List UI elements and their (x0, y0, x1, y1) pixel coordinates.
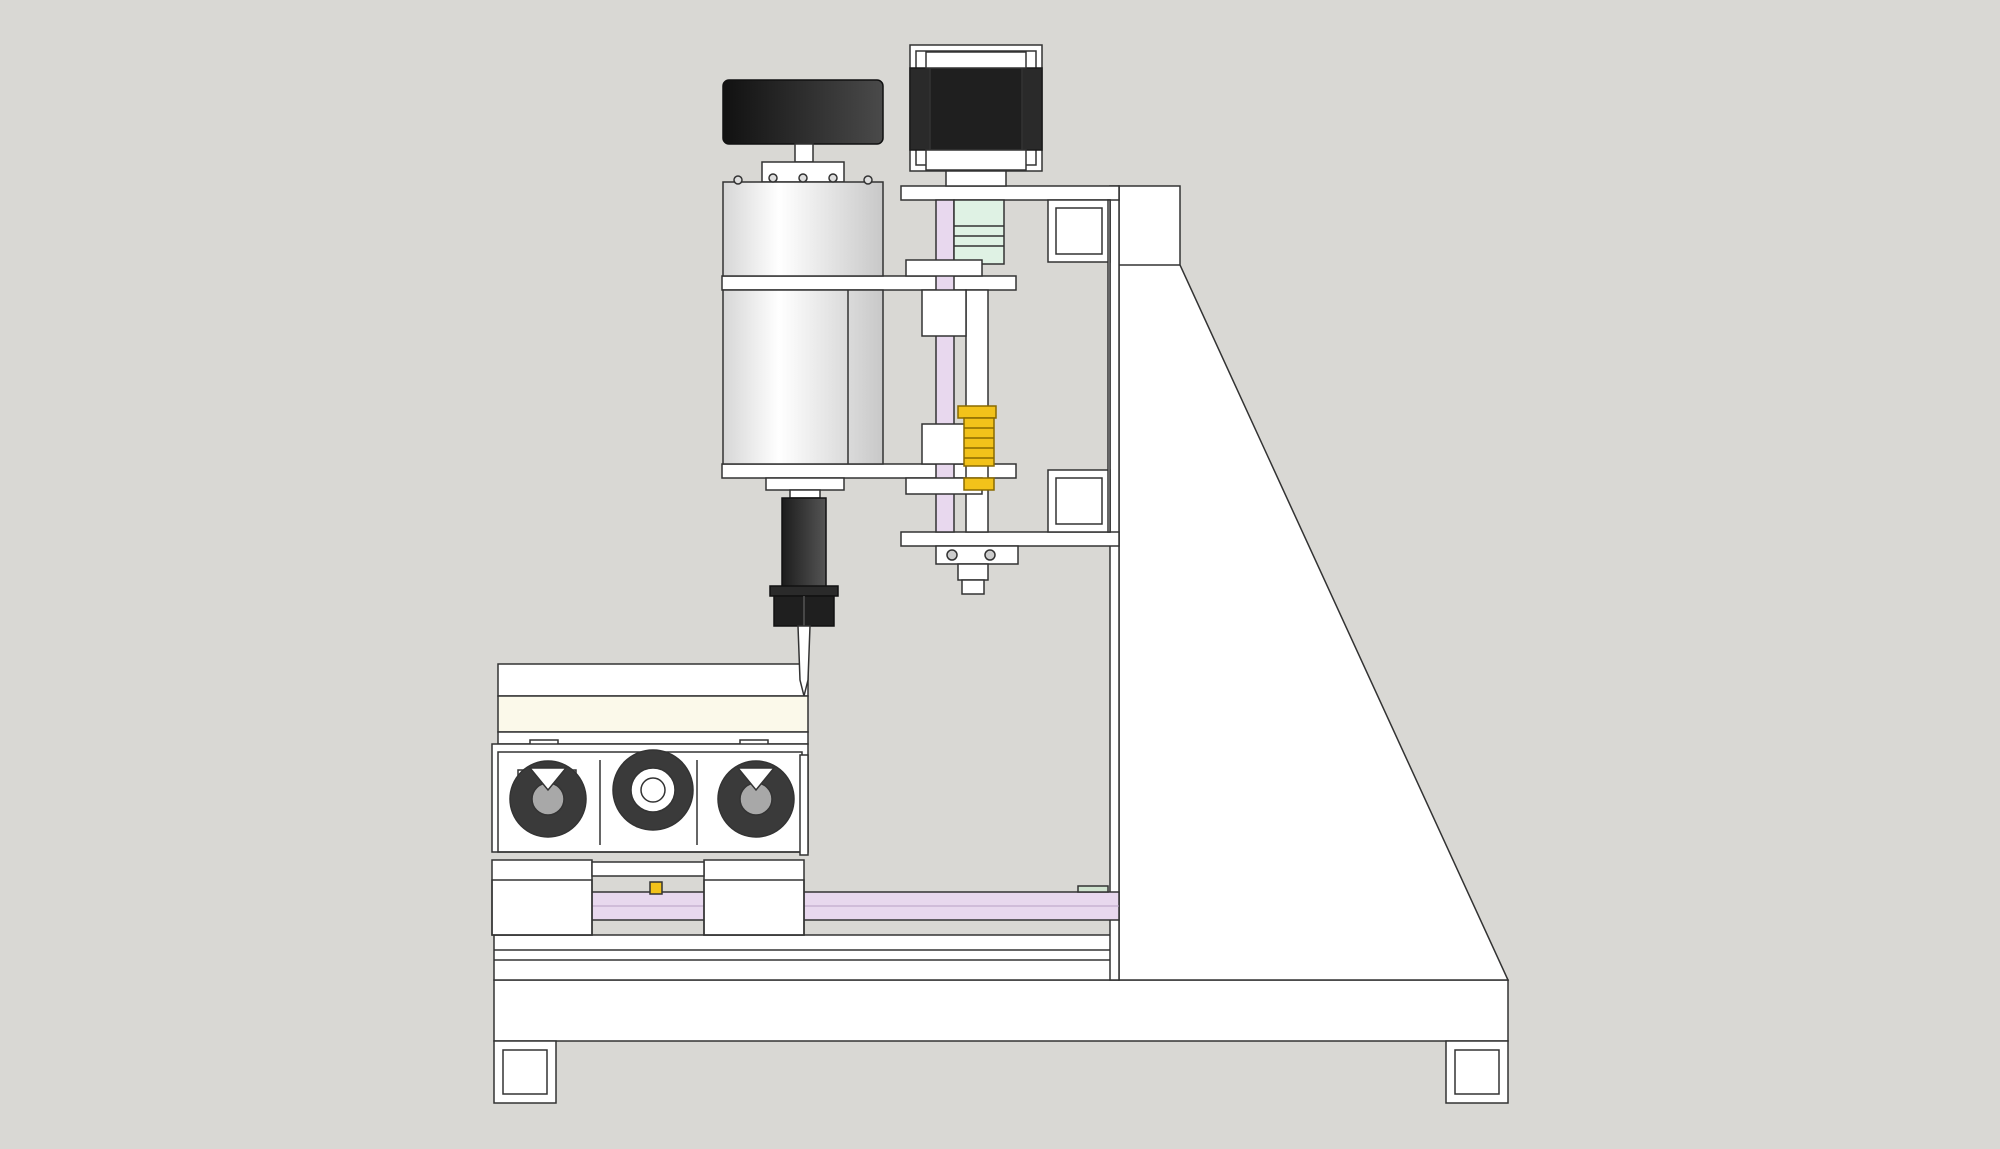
rail-carriage-right (703, 859, 805, 936)
brass-leadscrew-nut (957, 405, 997, 491)
roller-center (612, 749, 694, 831)
z-axis-assembly (721, 185, 1120, 595)
work-table (491, 663, 809, 856)
mid-plate-upper (721, 275, 1017, 291)
foot-right (1445, 1040, 1509, 1104)
column-gusset (1109, 185, 1510, 981)
linear-bearing-upper (905, 259, 983, 277)
extrusion-lower (1047, 469, 1111, 533)
engraving-bit (797, 625, 811, 697)
linear-bearing-lower (921, 423, 967, 465)
bottom-plate (900, 531, 1120, 547)
endstop-block (1077, 885, 1109, 893)
collet-nut (769, 585, 839, 597)
rail-carriage-left (491, 859, 593, 936)
table-spoilboard (497, 695, 809, 733)
leadscrew-nut-y (649, 881, 663, 895)
spindle-assembly (722, 79, 884, 697)
gusset-plate (1118, 185, 1510, 981)
y-axis-assembly (491, 859, 1120, 936)
base-beam (493, 979, 1509, 1042)
roller-right (717, 760, 795, 838)
table-top (497, 663, 809, 697)
foot-left (493, 1040, 557, 1104)
stepper-motor (909, 44, 1043, 187)
spindle-motor-lower (722, 289, 884, 465)
shaft-coupler (953, 199, 1005, 265)
spindle-knob (722, 79, 884, 145)
column-post (1109, 185, 1120, 981)
top-plate (900, 185, 1120, 201)
base-top-rail (493, 934, 1120, 981)
extrusion-upper (1047, 199, 1111, 263)
base-frame (493, 934, 1509, 1104)
roller-left (509, 760, 587, 838)
spindle-motor-upper (722, 181, 884, 277)
tool-collar (781, 497, 827, 589)
